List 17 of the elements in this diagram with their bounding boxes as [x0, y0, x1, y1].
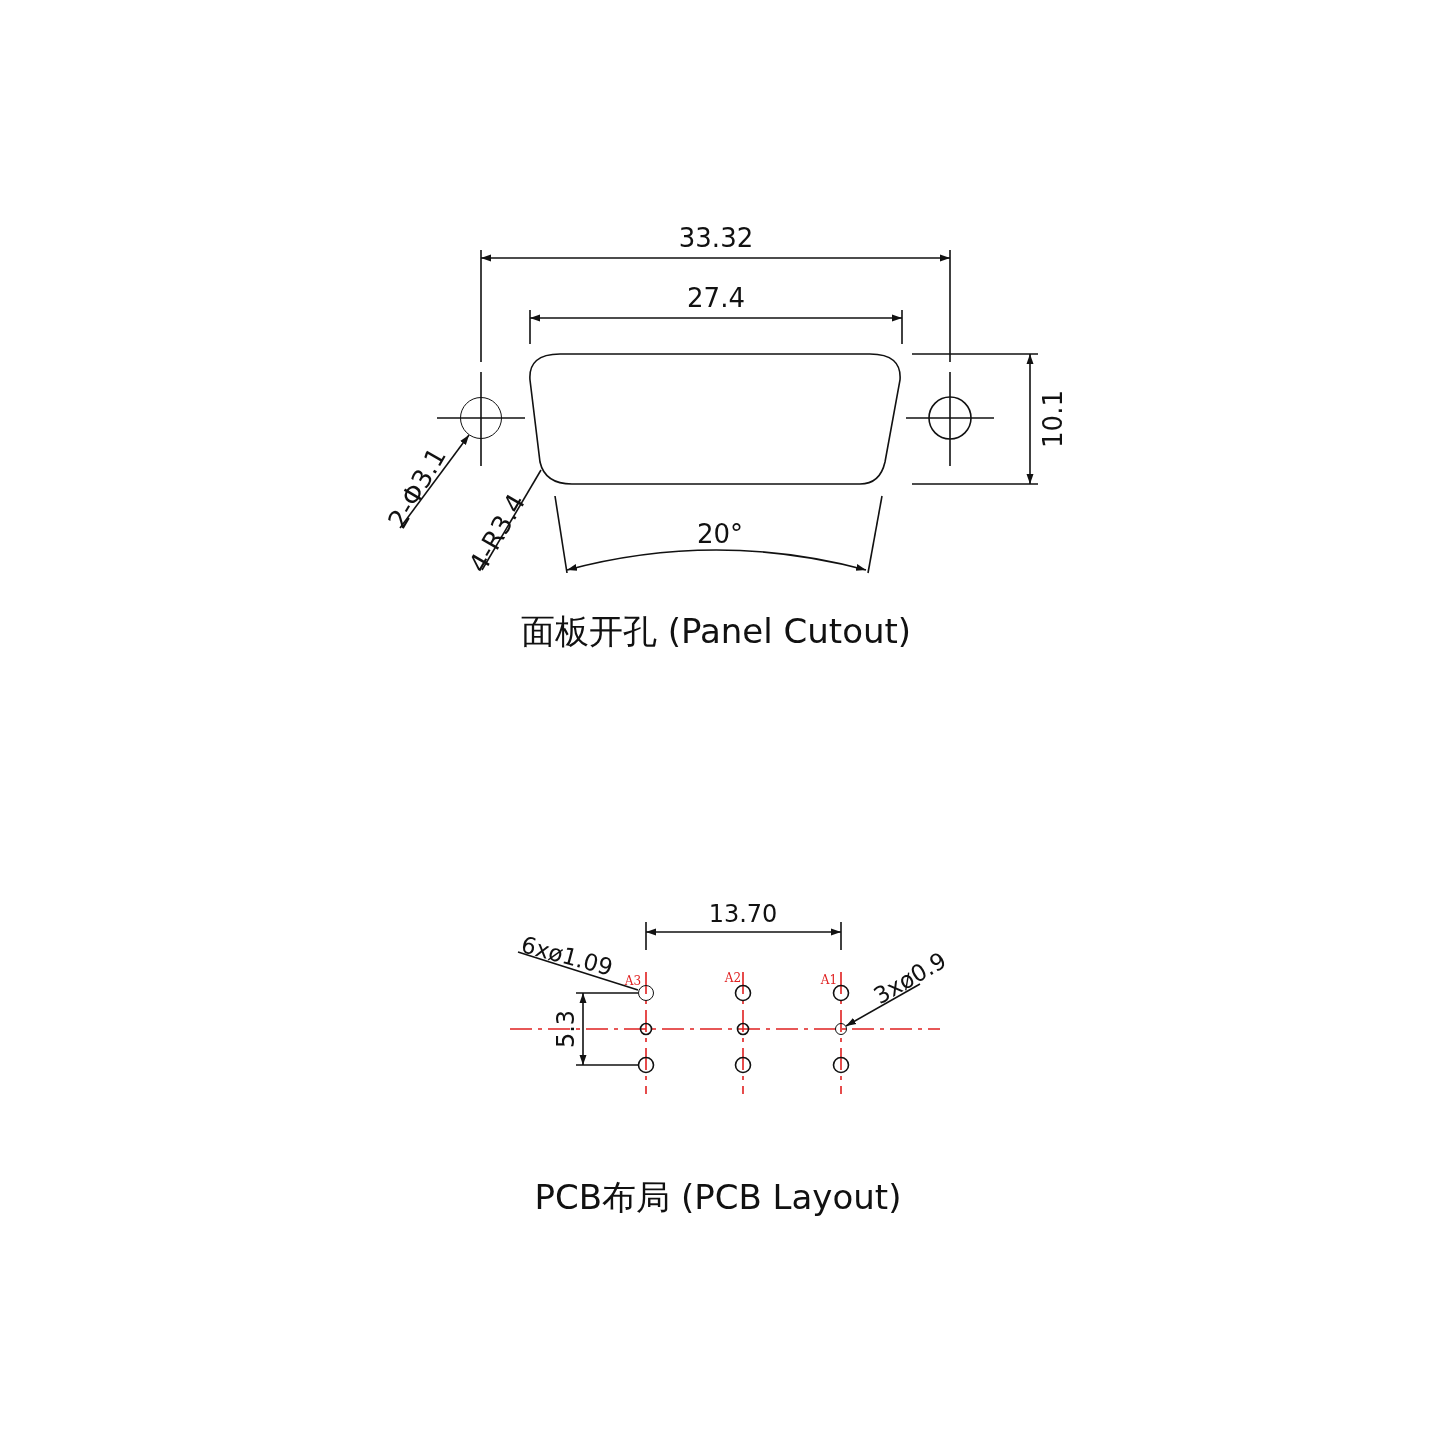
leader-line	[481, 469, 542, 571]
dimension-text: 33.32	[678, 225, 754, 251]
dimension-text: 20°	[696, 521, 744, 547]
dimension-text: 10.1	[1040, 390, 1066, 448]
pin-label: A2	[724, 972, 742, 984]
pin-label: A1	[820, 974, 838, 986]
callout-text: 6xø1.09	[510, 928, 624, 984]
leader-line	[399, 434, 470, 529]
dimension-text: 27.4	[687, 285, 745, 311]
leader-line	[517, 951, 639, 991]
pin-label: A3	[624, 975, 642, 987]
caption-text: PCB布局 (PCB Layout)	[534, 1180, 902, 1214]
cutout-outline	[528, 353, 903, 485]
dimension-text: 13.70	[708, 902, 778, 926]
dimension-text: 5.3	[554, 1009, 578, 1049]
caption-text: 面板开孔 (Panel Cutout)	[520, 614, 912, 648]
leader-line	[845, 983, 921, 1027]
